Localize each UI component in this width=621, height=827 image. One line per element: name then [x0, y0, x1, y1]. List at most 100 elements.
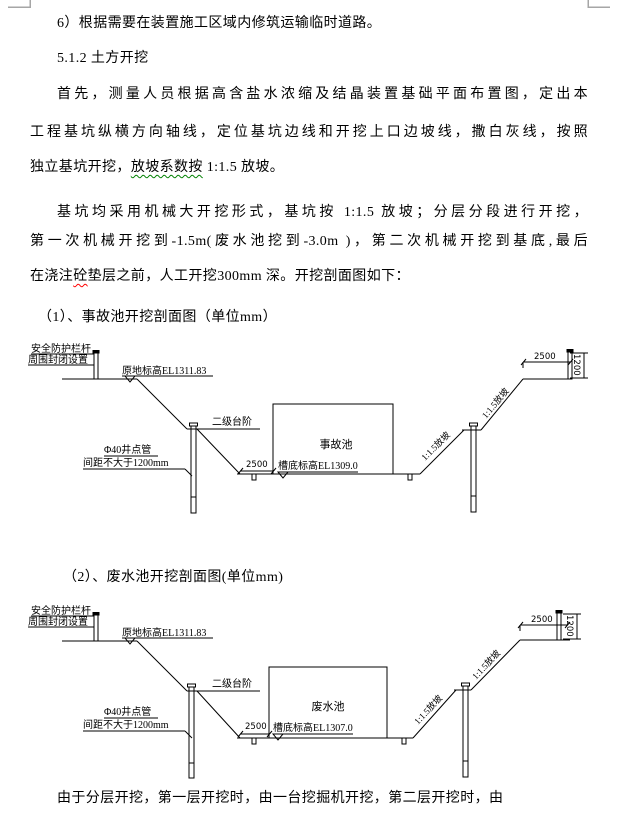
railing-post	[556, 612, 562, 641]
bottom-berm-dimension: 2500	[237, 722, 273, 738]
ground-elevation-callout: 原地标高EL1311.83	[122, 364, 213, 383]
level-marker-icon	[123, 637, 137, 645]
body-text: 1:1.5 放坡。	[202, 160, 285, 175]
wellpoint-label-line1: Φ40井点管	[104, 705, 151, 718]
bench-label: 二级台阶	[212, 677, 252, 690]
safety-railing-right	[566, 349, 574, 380]
paragraph-layered-excavation: 由于分层开挖，第一层开挖时，由一台挖掘机开挖，第二层开挖时，由	[57, 790, 503, 807]
railing-post	[93, 352, 99, 380]
dim-text: 2500	[534, 352, 556, 362]
crop-mark-top-right-icon	[587, 0, 610, 8]
upper-right-slope	[480, 378, 524, 431]
ground-elevation-callout: 原地标高EL1311.83	[122, 626, 213, 645]
railing-post-cap	[92, 612, 100, 616]
bottom-notch-left	[251, 474, 257, 481]
caption-accident-pool: （1）、事故池开挖剖面图（单位mm）	[38, 309, 277, 326]
body-text: 垫层之前，人工开挖300mm 深。开挖剖面图如下：	[87, 269, 410, 284]
level-marker-icon	[123, 375, 137, 383]
para-excavation-line1: 基坑均采用机械大开挖形式，基坑按 1:1.5 放坡；分层分段进行开挖，	[30, 204, 588, 221]
body-text: 独立基坑开挖，	[30, 160, 131, 175]
grammar-flagged-text: 放坡系数按	[130, 160, 203, 175]
para-excavation-line2: 第一次机械开挖到-1.5m(废水池挖到-3.0m )，第二次机械开挖到基底,最后	[30, 233, 588, 250]
body-text: 6）根据需要在装置施工区域内修筑运输临时道路。	[57, 16, 382, 31]
lower-left-slope	[196, 428, 241, 475]
accident-pool-box: 事故池 槽底标高EL1309.0	[272, 403, 394, 479]
ground-elevation-label: 原地标高EL1311.83	[122, 364, 206, 377]
para-survey-line2: 工程基坑纵横方向轴线，定位基坑边线和开挖上口边坡线，撒白灰线，按照	[30, 124, 588, 141]
dim-text: 2500	[245, 722, 267, 732]
bench-label: 二级台阶	[212, 415, 252, 428]
dim-tick-icon	[237, 730, 273, 738]
upper-right-slope	[470, 639, 521, 691]
accident-pool-section-diagram: 安全防护栏杆 周围封闭设置 原地标高EL1311.83 二级台阶 Φ40井点管 …	[28, 342, 588, 514]
wellpoint-pipe-right	[469, 422, 478, 513]
pipe-body	[462, 685, 469, 778]
level-marker-icon	[276, 471, 290, 479]
wellpoint-callout: Φ40井点管 间距不大于1200mm	[83, 705, 193, 739]
pool-outline	[272, 403, 394, 475]
wastewater-pool-box: 废水池 槽底标高EL1307.0	[268, 666, 388, 741]
para-survey-line1: 首先，测量人员根据高含盐水浓缩及结晶装置基础平面布置图，定出本	[30, 86, 588, 103]
caption-wastewater-pool: （2）、废水池开挖剖面图(单位mm)	[63, 569, 283, 586]
wellpoint-label-line2: 间距不大于1200mm	[83, 456, 169, 469]
wellpoint-label-line2: 间距不大于1200mm	[83, 718, 169, 731]
ground-elevation-label: 原地标高EL1311.83	[122, 626, 206, 639]
safety-rail-label-line2: 周围封闭设置	[28, 615, 88, 628]
rail-height-dimension: 1200	[570, 352, 588, 379]
paragraph-transport-road: 6）根据需要在装置施工区域内修筑运输临时道路。	[57, 15, 381, 32]
bottom-notch-left	[251, 738, 257, 745]
dim-line	[570, 352, 588, 379]
wellpoint-pipe-left	[187, 683, 196, 779]
pool-outline	[268, 666, 388, 739]
wellpoint-pipe-right	[461, 682, 470, 778]
dim-line	[522, 361, 570, 368]
lower-left-slope	[196, 690, 241, 739]
leader-line	[184, 468, 193, 477]
dim-text: 2500	[246, 460, 268, 470]
safety-rail-label-line2: 周围封闭设置	[28, 353, 88, 366]
bottom-notch-right	[407, 474, 413, 481]
page-margin-marks	[8, 0, 610, 8]
body-text: 由于分层开挖，第一层开挖时，由一台挖掘机开挖，第二层开挖时，由	[57, 791, 504, 806]
pipe-body	[470, 425, 477, 513]
heading-5-1-2: 5.1.2 土方开挖	[57, 50, 149, 67]
para-excavation-line3: 在浇注砼垫层之前，人工开挖300mm 深。开挖剖面图如下：	[30, 268, 410, 285]
body-text: 工程基坑纵横方向轴线，定位基坑边线和开挖上口边坡线，撒白灰线，按照	[30, 125, 588, 140]
bottom-notch-right	[401, 738, 407, 745]
bottom-elevation-label: 槽底标高EL1309.0	[278, 459, 358, 472]
caption-text: （2）、废水池开挖剖面图(单位mm)	[63, 570, 284, 585]
pool-name-label: 废水池	[312, 699, 345, 713]
top-berm-dimension: 2500	[517, 615, 571, 631]
wellpoint-label-line1: Φ40井点管	[104, 443, 151, 456]
para-survey-line3: 独立基坑开挖，放坡系数按 1:1.5 放坡。	[30, 159, 284, 176]
dim-tick-icon	[237, 467, 277, 475]
caption-text: （1）、事故池开挖剖面图（单位mm）	[38, 310, 277, 325]
safety-rail-label-line1: 安全防护栏杆	[31, 604, 91, 617]
safety-rail-label-line1: 安全防护栏杆	[31, 342, 91, 355]
railing-post-cap	[555, 610, 563, 614]
railing-post-cap	[92, 350, 100, 354]
level-marker-icon	[271, 733, 285, 741]
leader-line	[184, 730, 193, 739]
body-text: 在浇注	[30, 269, 74, 284]
pipe-body	[190, 425, 197, 514]
dim-text: 2500	[531, 615, 553, 625]
heading-text: 5.1.2 土方开挖	[57, 51, 149, 66]
safety-railing-left: 安全防护栏杆 周围封闭设置	[28, 604, 100, 642]
railing-post	[93, 614, 99, 642]
dim-line	[563, 613, 581, 640]
upper-left-slope	[136, 378, 188, 430]
slope-ratio-label-upper: 1:1.5放坡	[479, 385, 511, 420]
safety-railing-right	[555, 610, 563, 641]
crop-mark-top-left-icon	[8, 0, 31, 8]
top-berm-dimension: 2500	[520, 352, 574, 368]
wellpoint-callout: Φ40井点管 间距不大于1200mm	[83, 443, 193, 477]
body-text: 第一次机械开挖到-1.5m(废水池挖到-3.0m )，第二次机械开挖到基底,最后	[30, 234, 588, 249]
pool-name-label: 事故池	[320, 437, 353, 451]
rail-height-dimension: 1200	[563, 613, 581, 640]
slope-ratio-label-upper: 1:1.5放坡	[469, 647, 502, 681]
dim-text: 1200	[564, 615, 574, 637]
slope-ratio-label-lower: 1:1.5放坡	[419, 429, 452, 462]
safety-railing-left: 安全防护栏杆 周围封闭设置	[28, 342, 100, 380]
